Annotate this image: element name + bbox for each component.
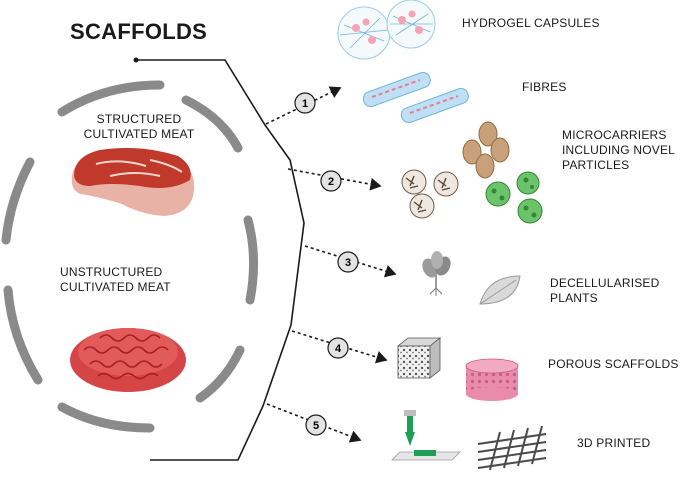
arrow-3 [304,245,397,278]
hydrogel-capsule-icon [337,0,436,60]
label-hydrogel-capsules: HYDROGEL CAPSULES [462,16,600,30]
arrow-1 [265,86,342,125]
arc-segment [57,402,155,433]
step-bubble-3: 3 [337,251,359,273]
arc-segment [181,95,243,153]
leaf-icon [479,275,521,305]
arc-segments [1,80,259,433]
label-fibres: FIBRES [522,80,567,94]
minced-meat-icon [70,328,186,392]
microcarrier-icon [401,121,543,224]
svg-text:1: 1 [302,98,308,110]
step-bubble-5: 5 [305,414,327,436]
steak-icon [71,148,195,216]
porous-cube-icon [396,337,442,379]
arc-segment [3,285,43,385]
microcarrier-tan-cells [462,121,510,179]
svg-text:2: 2 [328,176,334,188]
label-porous-scaffolds: POROUS SCAFFOLDS [548,357,679,371]
svg-text:5: 5 [313,420,319,432]
porous-cylinder-icon [465,358,519,401]
label-decellularised-plants: DECELLULARISED PLANTS [550,276,660,305]
step-bubbles: 1 2 3 4 5 [294,92,359,436]
bioprinter-icon [391,410,461,461]
microcarrier-green-beads [485,171,543,224]
arc-segment [195,345,245,403]
svg-text:3: 3 [345,257,351,269]
fibre-icon [362,71,469,124]
printed-lattice-icon [477,425,547,471]
label-structured-meat: STRUCTURED CULTIVATED MEAT [83,112,195,141]
arc-segment [57,80,165,117]
step-bubble-4: 4 [327,337,349,359]
bracket-dot [133,57,139,63]
bracket-line [136,59,305,461]
microcarrier-flakes [401,169,459,219]
page-title: SCAFFOLDS [70,19,208,44]
plant-icon [422,251,451,296]
arc-segment [243,215,259,305]
svg-text:4: 4 [335,343,342,355]
arrows [265,86,397,443]
step-bubble-2: 2 [320,170,342,192]
label-3d-printed: 3D PRINTED [577,436,651,450]
label-microcarriers: MICROCARRIERS INCLUDING NOVEL PARTICLES [562,128,676,172]
step-bubble-1: 1 [294,92,316,114]
label-unstructured-meat: UNSTRUCTURED CULTIVATED MEAT [60,265,171,294]
arc-segment [1,157,35,245]
